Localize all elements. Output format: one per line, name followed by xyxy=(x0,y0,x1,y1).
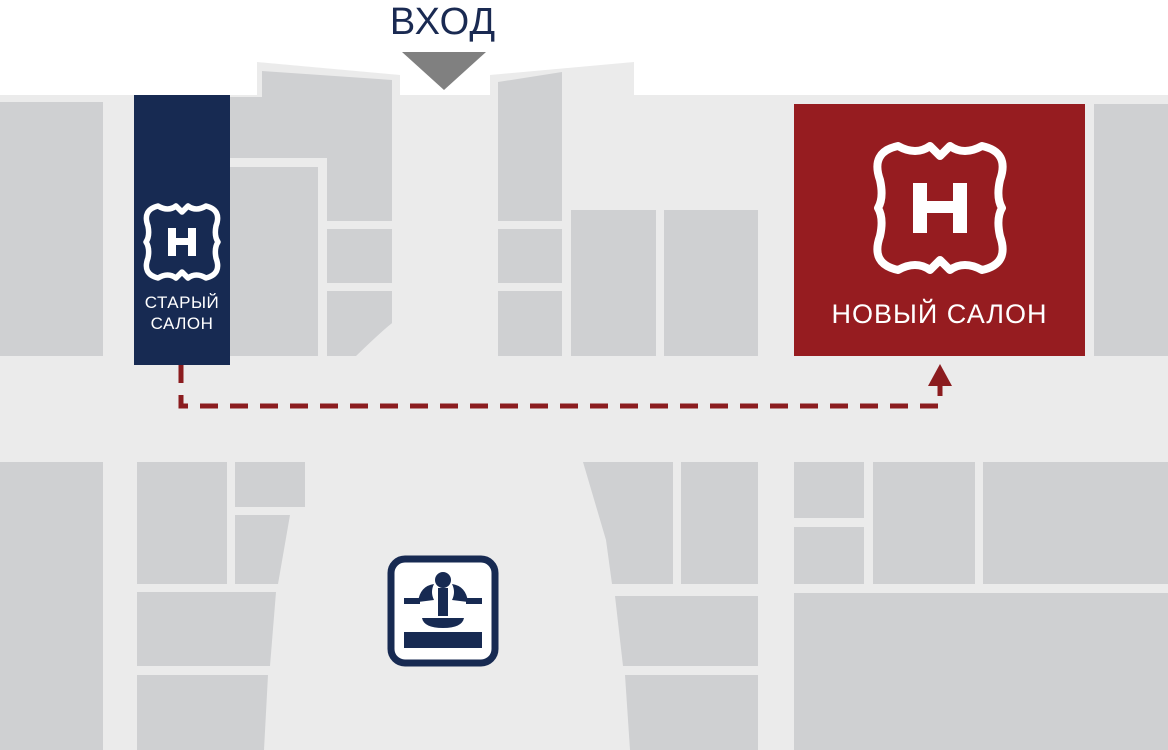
fountain-icon xyxy=(387,555,499,667)
store xyxy=(794,527,864,584)
old-salon-logo-icon xyxy=(143,203,221,281)
entrance-plaza xyxy=(356,102,533,356)
store xyxy=(235,515,290,584)
old-salon-label-line2: САЛОН xyxy=(150,314,214,333)
store xyxy=(681,462,758,584)
store xyxy=(0,102,103,356)
old-salon-label: СТАРЫЙ САЛОН xyxy=(134,292,230,334)
store xyxy=(137,592,276,666)
store xyxy=(571,210,656,356)
store xyxy=(794,462,864,518)
store xyxy=(664,210,758,356)
store xyxy=(983,462,1168,584)
down-arrow-icon xyxy=(402,52,486,90)
store xyxy=(498,72,562,221)
store xyxy=(583,462,673,584)
old-salon-label-line1: СТАРЫЙ xyxy=(144,293,220,312)
store xyxy=(327,229,392,283)
store xyxy=(498,291,562,356)
store xyxy=(615,596,758,666)
store xyxy=(498,229,562,283)
store xyxy=(137,462,227,584)
route-path xyxy=(178,365,943,409)
store xyxy=(873,462,975,584)
store xyxy=(1094,104,1168,356)
store xyxy=(235,462,305,507)
store xyxy=(794,593,1168,750)
new-salon-block[interactable] xyxy=(794,104,1085,356)
store xyxy=(0,462,103,750)
new-salon-logo-icon xyxy=(873,142,1007,274)
entrance-label: ВХОД xyxy=(389,1,497,43)
store xyxy=(230,71,392,221)
store xyxy=(137,675,268,750)
route-arrow-icon xyxy=(928,364,952,386)
store xyxy=(625,675,758,750)
new-salon-label: НОВЫЙ САЛОН xyxy=(831,299,1048,329)
store xyxy=(230,167,318,356)
